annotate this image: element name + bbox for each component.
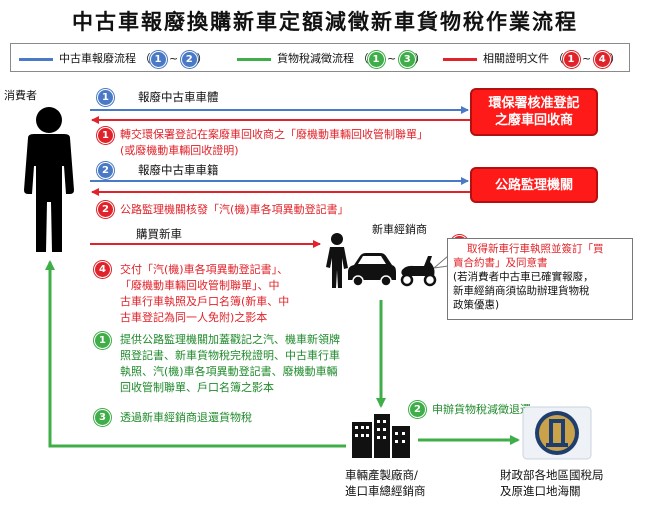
step-blue-2: 報廢中古車車籍 xyxy=(138,163,219,177)
marker-green-1: 1 xyxy=(95,333,110,348)
tax-office-label-line2: 及原進口地海關 xyxy=(500,484,581,498)
marker-red-2: 2 xyxy=(98,202,113,217)
step-green-3: 透過新車經銷商退還貨物稅 xyxy=(120,411,252,424)
recycler-line2: 之廢車回收商 xyxy=(494,113,573,128)
tax-office-emblem-icon xyxy=(522,406,592,460)
marker-red-4: 4 xyxy=(95,262,110,277)
step-red-4-line1: 交付「汽(機)車各項異動登記書」、 xyxy=(120,263,289,276)
step-red-1-line2: (或廢機動車輛回收證明) xyxy=(120,144,239,157)
legend-green-end-marker: 3 xyxy=(399,51,415,67)
legend-blue-label: 中古車報廢流程 xyxy=(59,52,136,65)
step-green-2: 申辦貨物稅減徵退還 xyxy=(432,403,531,416)
dmv-label: 公路監理機關 xyxy=(494,177,573,193)
step-red-2: 公路監理機關核發「汽(機)車各項異動登記書」 xyxy=(120,203,349,216)
dealer-label: 新車經銷商 xyxy=(372,223,427,236)
callout-line5: 政策優惠) xyxy=(453,299,500,311)
callout-line2: 賣合約書」及同意書 xyxy=(453,257,548,269)
manufacturer-label-line1: 車輛產製廠商/ xyxy=(345,468,418,482)
legend-green-start-marker: 1 xyxy=(368,51,384,67)
step-green-1-line2: 照登記書、新車貨物稅完稅證明、中古車行車 xyxy=(120,349,340,362)
marker-blue-2: 2 xyxy=(98,163,113,178)
legend-red-start-marker: 1 xyxy=(563,51,579,67)
legend-blue-end-marker: 2 xyxy=(181,51,197,67)
red-3-callout: 取得新車行車執照並簽訂「買 賣合約書」及同意書 (若消費者中古車已確實報廢， 新… xyxy=(447,238,633,320)
marker-green-2: 2 xyxy=(410,402,425,417)
step-red-4-line4: 古車登記為同一人免附)之影本 xyxy=(120,311,268,324)
legend-green: 貨物稅減徵流程 （1 ~ 3） xyxy=(277,51,426,67)
legend-red-line xyxy=(443,58,477,61)
dmv-box: 公路監理機關 xyxy=(470,167,598,203)
step-red-1-line1: 轉交環保署登記在案廢車回收商之「廢機動車輛回收管制聯單」 xyxy=(120,128,428,141)
arrow-green-return xyxy=(45,260,346,448)
recycler-line1: 環保署核准登記 xyxy=(488,96,580,111)
consumer-person-icon xyxy=(24,107,74,252)
legend-blue: 中古車報廢流程 （1 ~ 2） xyxy=(59,51,208,67)
dealer-icon xyxy=(326,233,437,288)
marker-red-1: 1 xyxy=(98,128,113,143)
legend-blue-start-marker: 1 xyxy=(150,51,166,67)
legend-tilde: ~ xyxy=(582,52,592,65)
page-title: 中古車報廢換購新車定額減徵新車貨物稅作業流程 xyxy=(72,10,578,34)
recycler-box: 環保署核准登記 之廢車回收商 xyxy=(470,88,598,136)
callout-line1: 取得新車行車執照並簽訂「買 xyxy=(467,243,604,255)
legend-tilde: ~ xyxy=(169,52,179,65)
step-buy-new: 購買新車 xyxy=(136,227,182,241)
tax-office-label-line1: 財政部各地區國稅局 xyxy=(500,468,604,482)
manufacturer-label-line2: 進口車總經銷商 xyxy=(345,484,426,498)
step-green-1-line3: 執照、汽(機)車各項異動登記書、廢機動車輛 xyxy=(120,365,338,378)
legend-red: 相關證明文件 （1 ~ 4） xyxy=(483,51,621,67)
consumer-label: 消費者 xyxy=(4,89,37,102)
marker-green-3: 3 xyxy=(95,410,110,425)
callout-pointer xyxy=(432,255,449,269)
marker-blue-1: 1 xyxy=(98,90,113,105)
legend-green-line xyxy=(237,58,271,61)
step-green-1-line4: 回收管制聯單、戶口名簿之影本 xyxy=(120,381,274,394)
legend-tilde: ~ xyxy=(387,52,397,65)
legend-red-label: 相關證明文件 xyxy=(483,52,549,65)
step-blue-1: 報廢中古車車體 xyxy=(138,90,219,104)
step-red-4-line2: 「廢機動車輛回收管制聯單」、中 xyxy=(120,279,280,292)
factory-building-icon xyxy=(352,414,410,458)
legend: 中古車報廢流程 （1 ~ 2） 貨物稅減徵流程 （1 ~ 3） 相關證明文件 （… xyxy=(10,43,630,72)
callout-line4: 新車經銷商須協助辦理貨物稅 xyxy=(453,285,590,297)
legend-blue-line xyxy=(19,58,53,61)
step-red-4-line3: 古車行車執照及戶口名簿(新車、中 xyxy=(120,295,290,308)
step-green-1-line1: 提供公路監理機關加蓋戳記之汽、機車新領牌 xyxy=(120,333,340,346)
callout-line3: (若消費者中古車已確實報廢， xyxy=(453,271,594,283)
legend-green-label: 貨物稅減徵流程 xyxy=(277,52,354,65)
legend-red-end-marker: 4 xyxy=(594,51,610,67)
